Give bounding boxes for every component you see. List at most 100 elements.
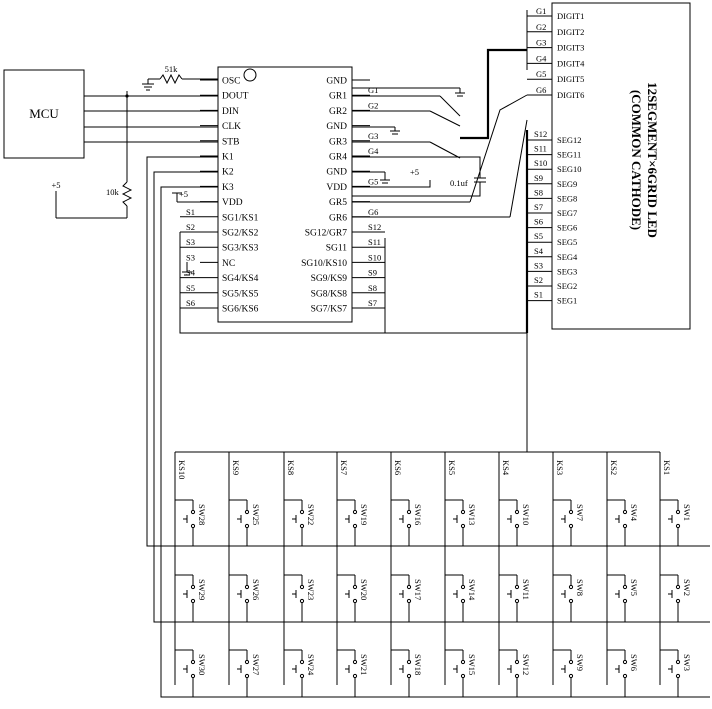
led-digit-label: DIGIT6 xyxy=(557,90,584,100)
switch-label: SW13 xyxy=(467,504,477,525)
chip-right-pin-label: GND xyxy=(326,122,347,132)
led-s-label: S4 xyxy=(534,246,544,256)
chip-right-pin-label: GND xyxy=(326,77,347,87)
right-s-label: S11 xyxy=(368,237,381,247)
switch-label: SW14 xyxy=(467,579,477,601)
grid-net-label: G6 xyxy=(368,207,378,217)
switch-contact xyxy=(460,659,466,665)
grid-net-label: G1 xyxy=(368,85,378,95)
grid-net-label: G3 xyxy=(368,131,378,141)
keypad-column-label: KS7 xyxy=(339,460,349,475)
switch-label: SW6 xyxy=(629,654,639,671)
switch-contact xyxy=(244,523,250,529)
mcu-label: MCU xyxy=(29,106,59,121)
switch-label: SW30 xyxy=(197,654,207,675)
switch-contact xyxy=(514,659,520,665)
led-digit-label: DIGIT1 xyxy=(557,11,584,21)
led-subtitle: (COMMON CATHODE) xyxy=(629,90,644,230)
switch-contact xyxy=(622,523,628,529)
right-s-label: S9 xyxy=(368,268,377,278)
led-s-label: S10 xyxy=(534,158,547,168)
switch-label: SW8 xyxy=(575,579,585,596)
right-s-label: S12 xyxy=(368,222,381,232)
switch-label: SW22 xyxy=(306,504,316,525)
switch-contact xyxy=(352,659,358,665)
switch-contact xyxy=(568,673,574,679)
switch-contact xyxy=(675,523,681,529)
led-s-label: S2 xyxy=(534,275,543,285)
switch-contact xyxy=(299,598,305,604)
switch-contact xyxy=(514,509,520,515)
switch-contact xyxy=(460,673,466,679)
grid-net-label: G4 xyxy=(368,146,379,156)
switch-label: SW17 xyxy=(413,579,423,600)
chip-vdd-label: +5 xyxy=(179,189,188,199)
chip-right-pin-label: SG11 xyxy=(326,244,348,254)
left-s-label: S3 xyxy=(186,237,195,247)
led-seg-label: SEG1 xyxy=(557,296,577,306)
switch-contact xyxy=(299,659,305,665)
chip-left-pin-label: VDD xyxy=(222,198,243,208)
switch-label: SW9 xyxy=(575,654,585,671)
switch-contact xyxy=(675,584,681,590)
led-seg-label: SEG12 xyxy=(557,135,582,145)
led-s-label: S1 xyxy=(534,290,543,300)
led-s-label: S5 xyxy=(534,231,543,241)
switch-contact xyxy=(190,659,196,665)
switch-label: SW5 xyxy=(629,579,639,596)
switch-contact xyxy=(406,598,412,604)
switch-label: SW11 xyxy=(521,579,531,600)
switch-label: SW15 xyxy=(467,654,477,675)
chip-left-pin-label: SG2/KS2 xyxy=(222,229,259,239)
right-s-label: S10 xyxy=(368,252,381,262)
chip-right-pin-label: GR5 xyxy=(329,198,347,208)
switch-label: SW24 xyxy=(306,654,316,676)
led-g-label: G6 xyxy=(536,85,546,95)
switch-label: SW28 xyxy=(197,504,207,525)
switch-contact xyxy=(514,584,520,590)
switch-contact xyxy=(514,598,520,604)
mcu-bus xyxy=(84,91,218,143)
led-seg-label: SEG7 xyxy=(557,208,577,218)
switch-contact xyxy=(406,584,412,590)
vdd-right-label: +5 xyxy=(410,167,419,177)
keypad-column-label: KS3 xyxy=(555,460,565,475)
switch-contact xyxy=(406,659,412,665)
pullup-resistor-label: 10k xyxy=(106,187,120,197)
led-seg-label: SEG11 xyxy=(557,150,581,160)
led-seg-label: SEG10 xyxy=(557,164,582,174)
mcu-block: MCU xyxy=(3,69,85,159)
chip-left-pin-label: SG1/KS1 xyxy=(222,213,259,223)
switch-contact xyxy=(244,598,250,604)
led-seg-label: SEG8 xyxy=(557,193,577,203)
chip-left-pin-label: SG6/KS6 xyxy=(222,305,259,315)
led-digit-label: DIGIT4 xyxy=(557,58,585,68)
switch-contact xyxy=(568,598,574,604)
osc-resistor-label: 51k xyxy=(165,64,179,74)
led-g-label: G3 xyxy=(536,38,546,48)
switch-label: SW3 xyxy=(682,654,692,671)
switch-contact xyxy=(299,509,305,515)
switch-contact xyxy=(514,523,520,529)
switch-contact xyxy=(406,509,412,515)
switch-contact xyxy=(352,598,358,604)
led-g-label: G2 xyxy=(536,22,546,32)
switch-contact xyxy=(190,509,196,515)
switch-label: SW26 xyxy=(251,579,261,600)
switch-contact xyxy=(244,509,250,515)
right-s-label: S7 xyxy=(368,298,377,308)
switch-contact xyxy=(675,509,681,515)
led-digit-label: DIGIT3 xyxy=(557,43,584,53)
switch-contact xyxy=(622,584,628,590)
switch-contact xyxy=(352,509,358,515)
switch-label: SW10 xyxy=(521,504,531,525)
switch-contact xyxy=(675,659,681,665)
switch-contact xyxy=(190,598,196,604)
chip-right-pin-label: GR4 xyxy=(329,153,347,163)
led-g-label: G5 xyxy=(536,69,546,79)
chip-left-pin-label: K1 xyxy=(222,153,234,163)
